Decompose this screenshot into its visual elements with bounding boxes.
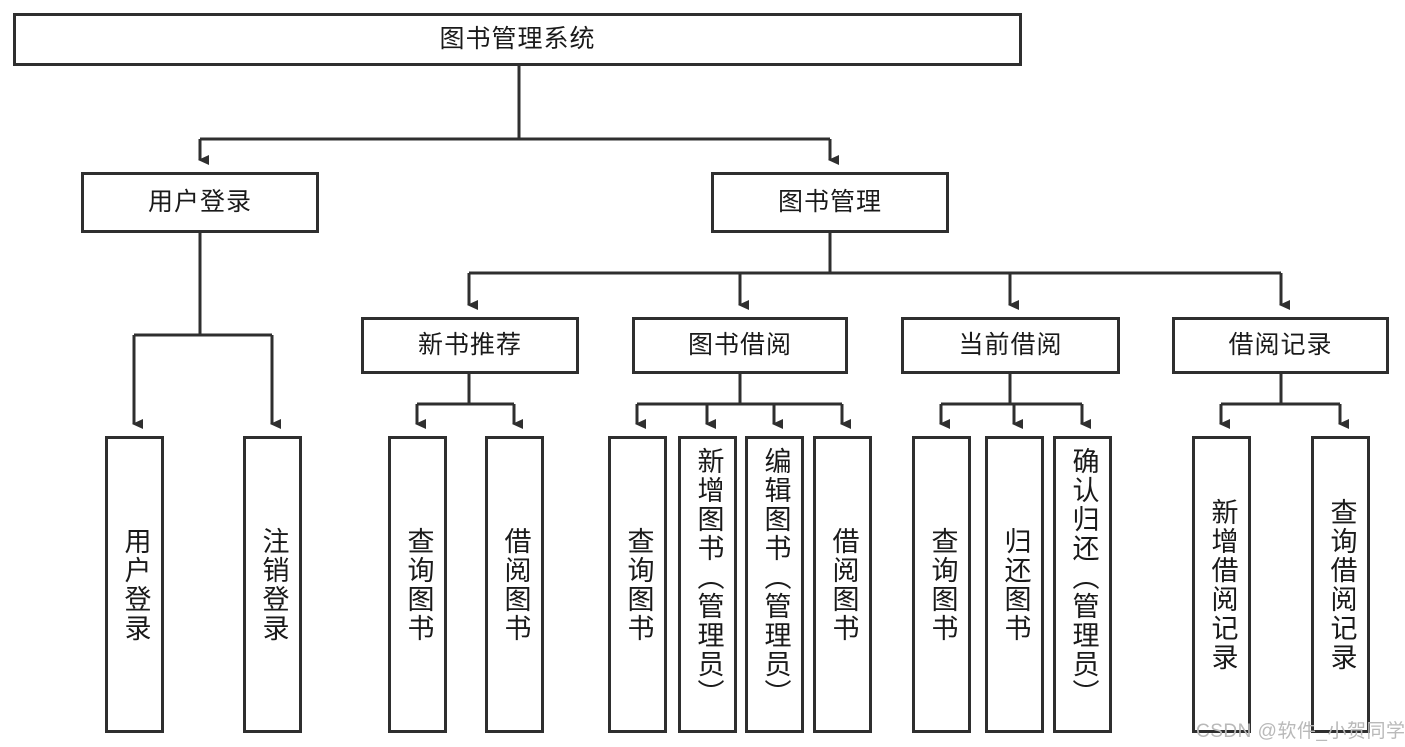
leaf-query-books-current[interactable]: 查询图书 [912,436,971,733]
leaf-borrow-books[interactable]: 借阅图书 [813,436,872,733]
node-new-book-recommend[interactable]: 新书推荐 [361,317,579,374]
leaf-return-books[interactable]: 归还图书 [985,436,1044,733]
leaf-confirm-return-admin[interactable]: 确认归还（管理员） [1053,436,1112,733]
leaf-edit-book-admin[interactable]: 编辑图书（管理员） [745,436,804,733]
csdn-watermark: CSDN @软件_小贺同学 [1196,721,1405,742]
node-book-borrow[interactable]: 图书借阅 [632,317,848,374]
node-book-management[interactable]: 图书管理 [711,172,949,233]
leaf-query-books-newbooks[interactable]: 查询图书 [388,436,447,733]
leaf-borrow-books-newbooks[interactable]: 借阅图书 [485,436,544,733]
leaf-add-book-admin[interactable]: 新增图书（管理员） [678,436,737,733]
leaf-query-books-borrow[interactable]: 查询图书 [608,436,667,733]
leaf-add-borrow-record[interactable]: 新增借阅记录 [1192,436,1251,733]
node-current-borrow[interactable]: 当前借阅 [901,317,1120,374]
leaf-user-login[interactable]: 用户登录 [105,436,164,733]
node-user-login[interactable]: 用户登录 [81,172,319,233]
node-root[interactable]: 图书管理系统 [13,13,1022,66]
leaf-logout[interactable]: 注销登录 [243,436,302,733]
leaf-query-borrow-record[interactable]: 查询借阅记录 [1311,436,1370,733]
node-borrow-records[interactable]: 借阅记录 [1172,317,1389,374]
